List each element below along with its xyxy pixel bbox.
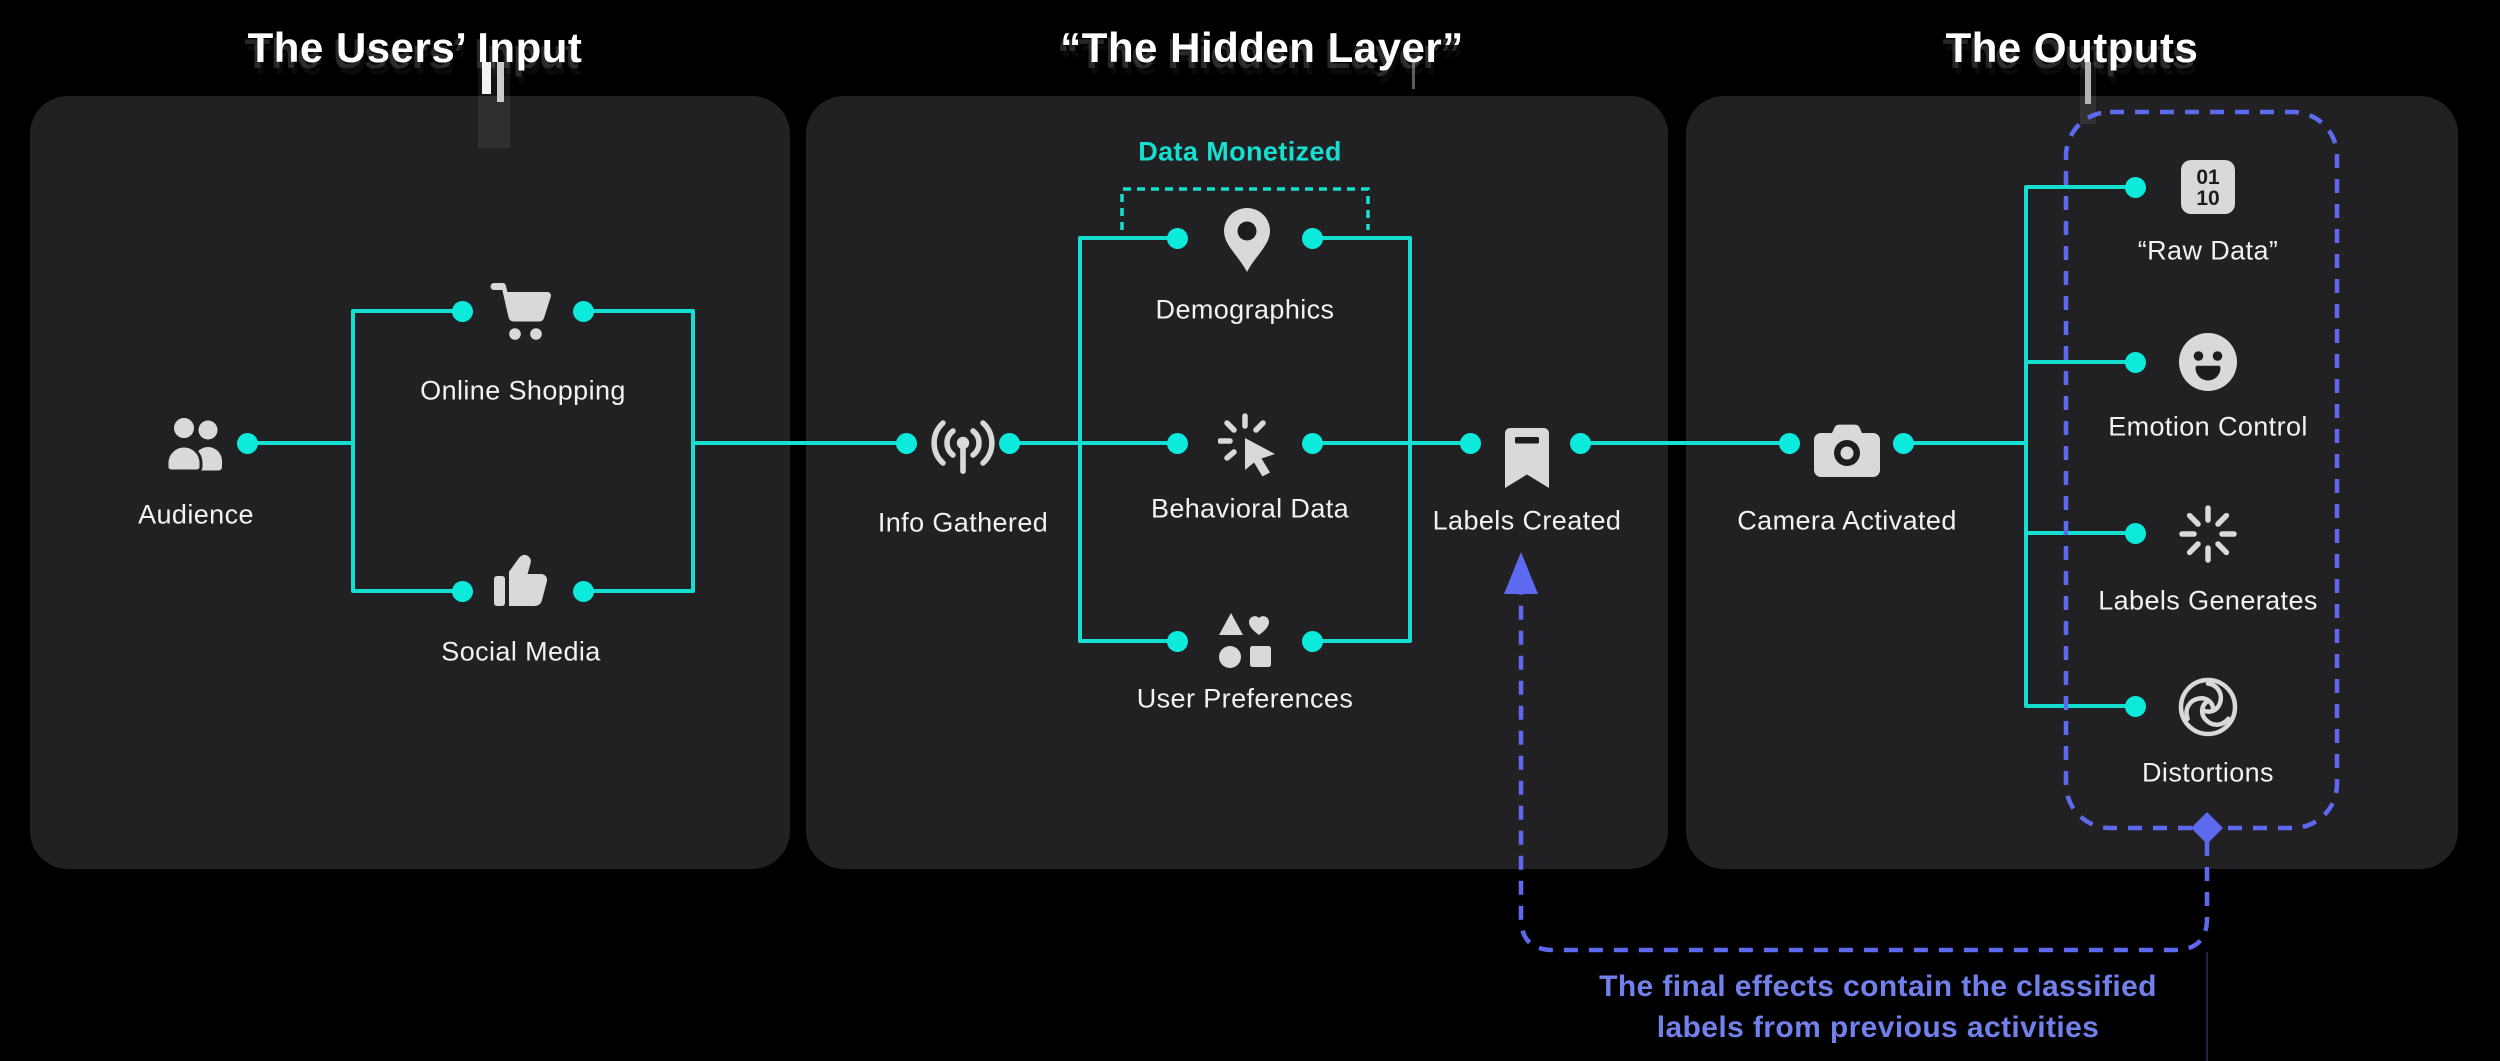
section-title-outputs: The Outputs (1945, 24, 2199, 71)
connector-dot (895, 432, 917, 454)
connector-line (1008, 441, 1178, 445)
panel-outputs (1686, 96, 2458, 869)
diamond-icon (2191, 812, 2223, 844)
node-label-info-gathered: Info Gathered (877, 507, 1049, 538)
arrow-up-icon (1504, 552, 1538, 594)
node-label-camera-activated: Camera Activated (1737, 505, 1957, 536)
connector-line (353, 309, 462, 313)
connector-dot (2124, 695, 2146, 717)
feedback-caption-line1: The final effects contain the classified (1599, 970, 2157, 1003)
title-glitch-streak (482, 62, 491, 94)
panel-users-input (30, 96, 790, 869)
node-label-user-preferences: User Preferences (1136, 683, 1354, 714)
click-cursor-icon (1218, 413, 1282, 477)
node-label-behavioral-data: Behavioral Data (1150, 493, 1350, 524)
feedback-caption: The final effects contain the classified… (1599, 966, 2157, 1048)
connector-line (2026, 531, 2136, 535)
node-label-labels-created: Labels Created (1432, 505, 1622, 536)
cart-icon (490, 279, 552, 341)
connector-dot (1301, 432, 1323, 454)
node-label-online-shopping: Online Shopping (420, 375, 626, 406)
title-glitch-streak (1412, 62, 1415, 89)
section-title-users-input: The Users’ Input (247, 24, 583, 71)
connector-line (1078, 236, 1082, 643)
connector-dot (451, 300, 473, 322)
connector-line (1080, 639, 1178, 643)
broadcast-icon (925, 418, 1001, 476)
thumbs-up-icon (492, 552, 550, 608)
connector-line (1410, 441, 1471, 445)
connector-dot (451, 580, 473, 602)
connector-line (1579, 441, 1790, 445)
connector-line (582, 589, 694, 593)
connector-dot (998, 432, 1020, 454)
title-glitch-streak (2085, 62, 2091, 104)
connector-line (247, 441, 355, 445)
node-label-distortions: Distortions (2142, 757, 2274, 788)
connector-dot (572, 300, 594, 322)
connector-dot (1301, 630, 1323, 652)
connector-dot (572, 580, 594, 602)
bookmark-icon (1505, 428, 1549, 488)
connector-line (1311, 441, 1411, 445)
connector-line (1902, 441, 2027, 445)
connector-line (1311, 639, 1411, 643)
chip-text-top: 01 (2196, 166, 2220, 189)
connector-dot (2124, 351, 2146, 373)
node-label-social-media: Social Media (441, 636, 601, 667)
connector-dot (2124, 522, 2146, 544)
feedback-caption-line2: labels from previous activities (1656, 1011, 2100, 1044)
connector-line (2026, 704, 2136, 708)
shapes-icon (1216, 610, 1274, 670)
node-label-labels-generates: Labels Generates (2098, 585, 2318, 616)
connector-dot (1569, 432, 1591, 454)
connector-line (582, 309, 694, 313)
connector-line (1408, 236, 1412, 643)
location-pin-icon (1219, 206, 1275, 274)
binary-chip-icon: 01 10 (2181, 160, 2235, 214)
section-title-hidden-layer: “The Hidden Layer” (1060, 24, 1464, 71)
connector-dot (1459, 432, 1481, 454)
node-label-raw-data: “Raw Data” (2137, 235, 2279, 266)
connector-dot (1166, 432, 1188, 454)
connector-dot (1892, 432, 1914, 454)
connector-dot (1778, 432, 1800, 454)
pinwheel-icon (2176, 675, 2240, 739)
camera-icon (1812, 421, 1882, 479)
connector-line (353, 589, 462, 593)
connector-line (2024, 185, 2028, 708)
connector-line (2026, 185, 2136, 189)
spinner-icon (2178, 504, 2238, 564)
connector-line (351, 309, 355, 593)
smiley-icon (2177, 331, 2239, 393)
connector-line (691, 309, 695, 593)
connector-line (2026, 360, 2136, 364)
connector-line (693, 441, 907, 445)
connector-line (1311, 236, 1411, 240)
connector-dot (1166, 227, 1188, 249)
node-label-demographics: Demographics (1155, 294, 1335, 325)
connector-dot (236, 432, 258, 454)
node-label-audience: Audience (138, 499, 254, 530)
connector-dot (1301, 227, 1323, 249)
title-glitch-streak (497, 62, 504, 102)
data-monetized-bracket (1120, 187, 1370, 230)
connector-dot (2124, 176, 2146, 198)
people-icon (163, 415, 229, 473)
feedback-dashed-path (1518, 594, 2210, 953)
connector-line (1080, 236, 1178, 240)
node-label-emotion-control: Emotion Control (2108, 411, 2308, 442)
data-monetized-badge: Data Monetized (1138, 136, 1342, 167)
chip-text-bottom: 10 (2196, 187, 2219, 210)
connector-dot (1166, 630, 1188, 652)
